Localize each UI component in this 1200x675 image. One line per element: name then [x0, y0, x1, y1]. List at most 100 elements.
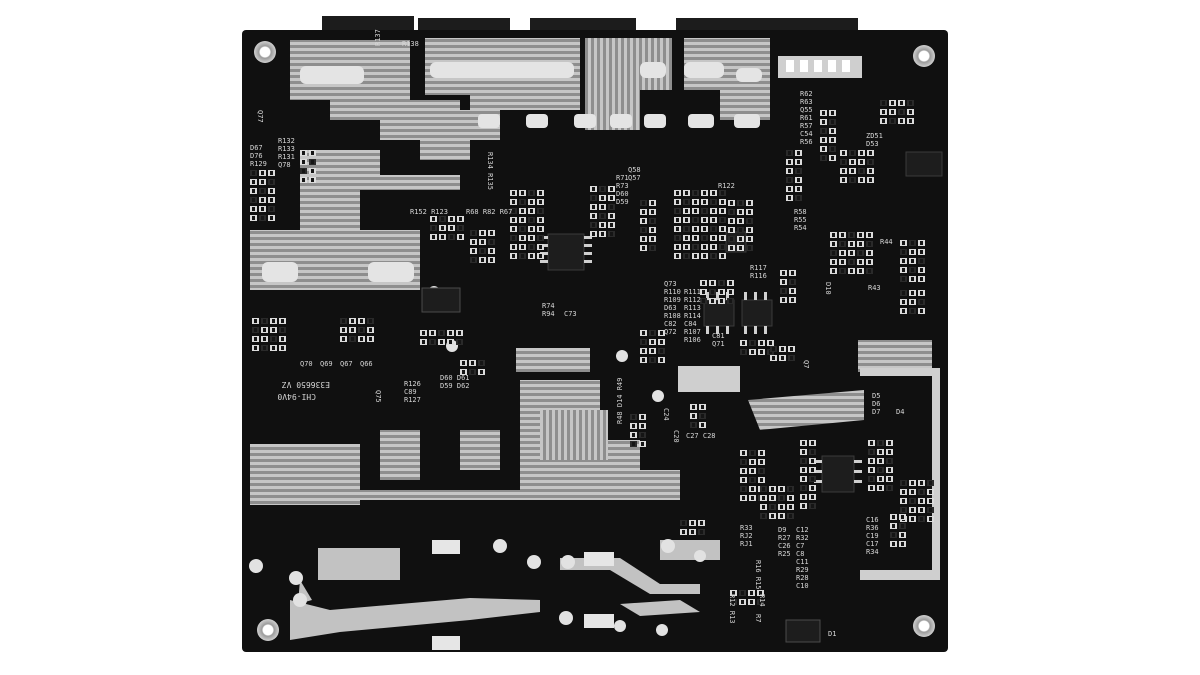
smd-body [760, 341, 763, 345]
smd-body [270, 207, 273, 211]
smd-body [892, 515, 895, 519]
smd-body [929, 508, 932, 512]
smd-body [879, 477, 882, 481]
smd-body [720, 290, 723, 294]
smd-body [254, 346, 257, 350]
ref-q73-6: Q72 [664, 328, 677, 336]
smd-body [870, 441, 873, 445]
smd-body [610, 205, 613, 209]
smd-body [791, 298, 794, 302]
smd-body [797, 187, 800, 191]
smd-body [739, 219, 742, 223]
smd-body [721, 218, 724, 222]
ref-r138: R138 [402, 40, 419, 48]
smd-body [721, 191, 724, 195]
smd-body [281, 319, 284, 323]
ref-q67: Q67 [340, 360, 353, 368]
ref-right2-1: R55 [794, 216, 807, 224]
smd-body [759, 600, 762, 604]
smd-body [831, 147, 834, 151]
smd-body [911, 277, 914, 281]
smd-body [632, 442, 635, 446]
smd-body [642, 201, 645, 205]
ref-c73: C73 [564, 310, 577, 318]
smd-body [851, 160, 854, 164]
smd-body [831, 111, 834, 115]
smd-body [642, 358, 645, 362]
smd-body [539, 236, 542, 240]
smd-body [911, 499, 914, 503]
ref-r34: R34 [866, 548, 879, 556]
ref-r48: R48 D14 R49 [616, 378, 624, 424]
smd-body [530, 209, 533, 213]
ref-r94: R94 [542, 310, 555, 318]
smd-body [730, 210, 733, 214]
smd-body [909, 101, 912, 105]
smd-body [797, 169, 800, 173]
smd-body [868, 242, 871, 246]
smd-body [711, 290, 714, 294]
smd-body [879, 441, 882, 445]
smd-body [512, 254, 515, 258]
smd-body [742, 350, 745, 354]
smd-body [802, 459, 805, 463]
smd-body [730, 237, 733, 241]
smd-body [822, 138, 825, 142]
smd-body [750, 591, 753, 595]
smd-body [512, 227, 515, 231]
smd-body [832, 233, 835, 237]
ref-r43: R43 [868, 284, 881, 292]
smd-body [870, 468, 873, 472]
smd-body [742, 478, 745, 482]
ic-chips [421, 151, 943, 643]
ref-right-0: R62 [800, 90, 813, 98]
smd-body [703, 209, 706, 213]
smd-body [302, 169, 305, 173]
smd-body [789, 496, 792, 500]
smd-body [911, 300, 914, 304]
smd-body [902, 499, 905, 503]
smd-body [539, 227, 542, 231]
smd-body [694, 227, 697, 231]
smd-body [902, 277, 905, 281]
smd-body [351, 319, 354, 323]
smd-body [920, 241, 923, 245]
smd-body [703, 200, 706, 204]
smd-body [703, 227, 706, 231]
ref-r122: R122 [718, 182, 735, 190]
smd-body [272, 328, 275, 332]
smd-body [481, 258, 484, 262]
smd-body [811, 441, 814, 445]
smd-body [868, 260, 871, 264]
smd-body [432, 235, 435, 239]
smd-body [642, 340, 645, 344]
smd-body [870, 459, 873, 463]
smd-body [811, 450, 814, 454]
ref-right-3: R61 [800, 114, 813, 122]
smd-body [760, 451, 763, 455]
smd-body [797, 151, 800, 155]
smd-body [610, 214, 613, 218]
smd-body [610, 196, 613, 200]
ref-left-6: Q78 [278, 161, 291, 169]
smd-body [870, 486, 873, 490]
ref-q77: Q77 [256, 110, 264, 123]
smd-body [263, 328, 266, 332]
smd-body [831, 138, 834, 142]
smd-body [512, 245, 515, 249]
smd-body [311, 160, 314, 164]
smd-body [780, 505, 783, 509]
smd-body [450, 226, 453, 230]
smd-body [530, 254, 533, 258]
smd-body [721, 254, 724, 258]
ref-left-5: R129 [250, 160, 267, 168]
smd-body [741, 591, 744, 595]
smd-body [694, 254, 697, 258]
smd-body [601, 223, 604, 227]
mounting-hole-tr [913, 45, 935, 67]
smd-body [721, 200, 724, 204]
smd-body [860, 178, 863, 182]
smd-body [360, 337, 363, 341]
smd-body [831, 129, 834, 133]
